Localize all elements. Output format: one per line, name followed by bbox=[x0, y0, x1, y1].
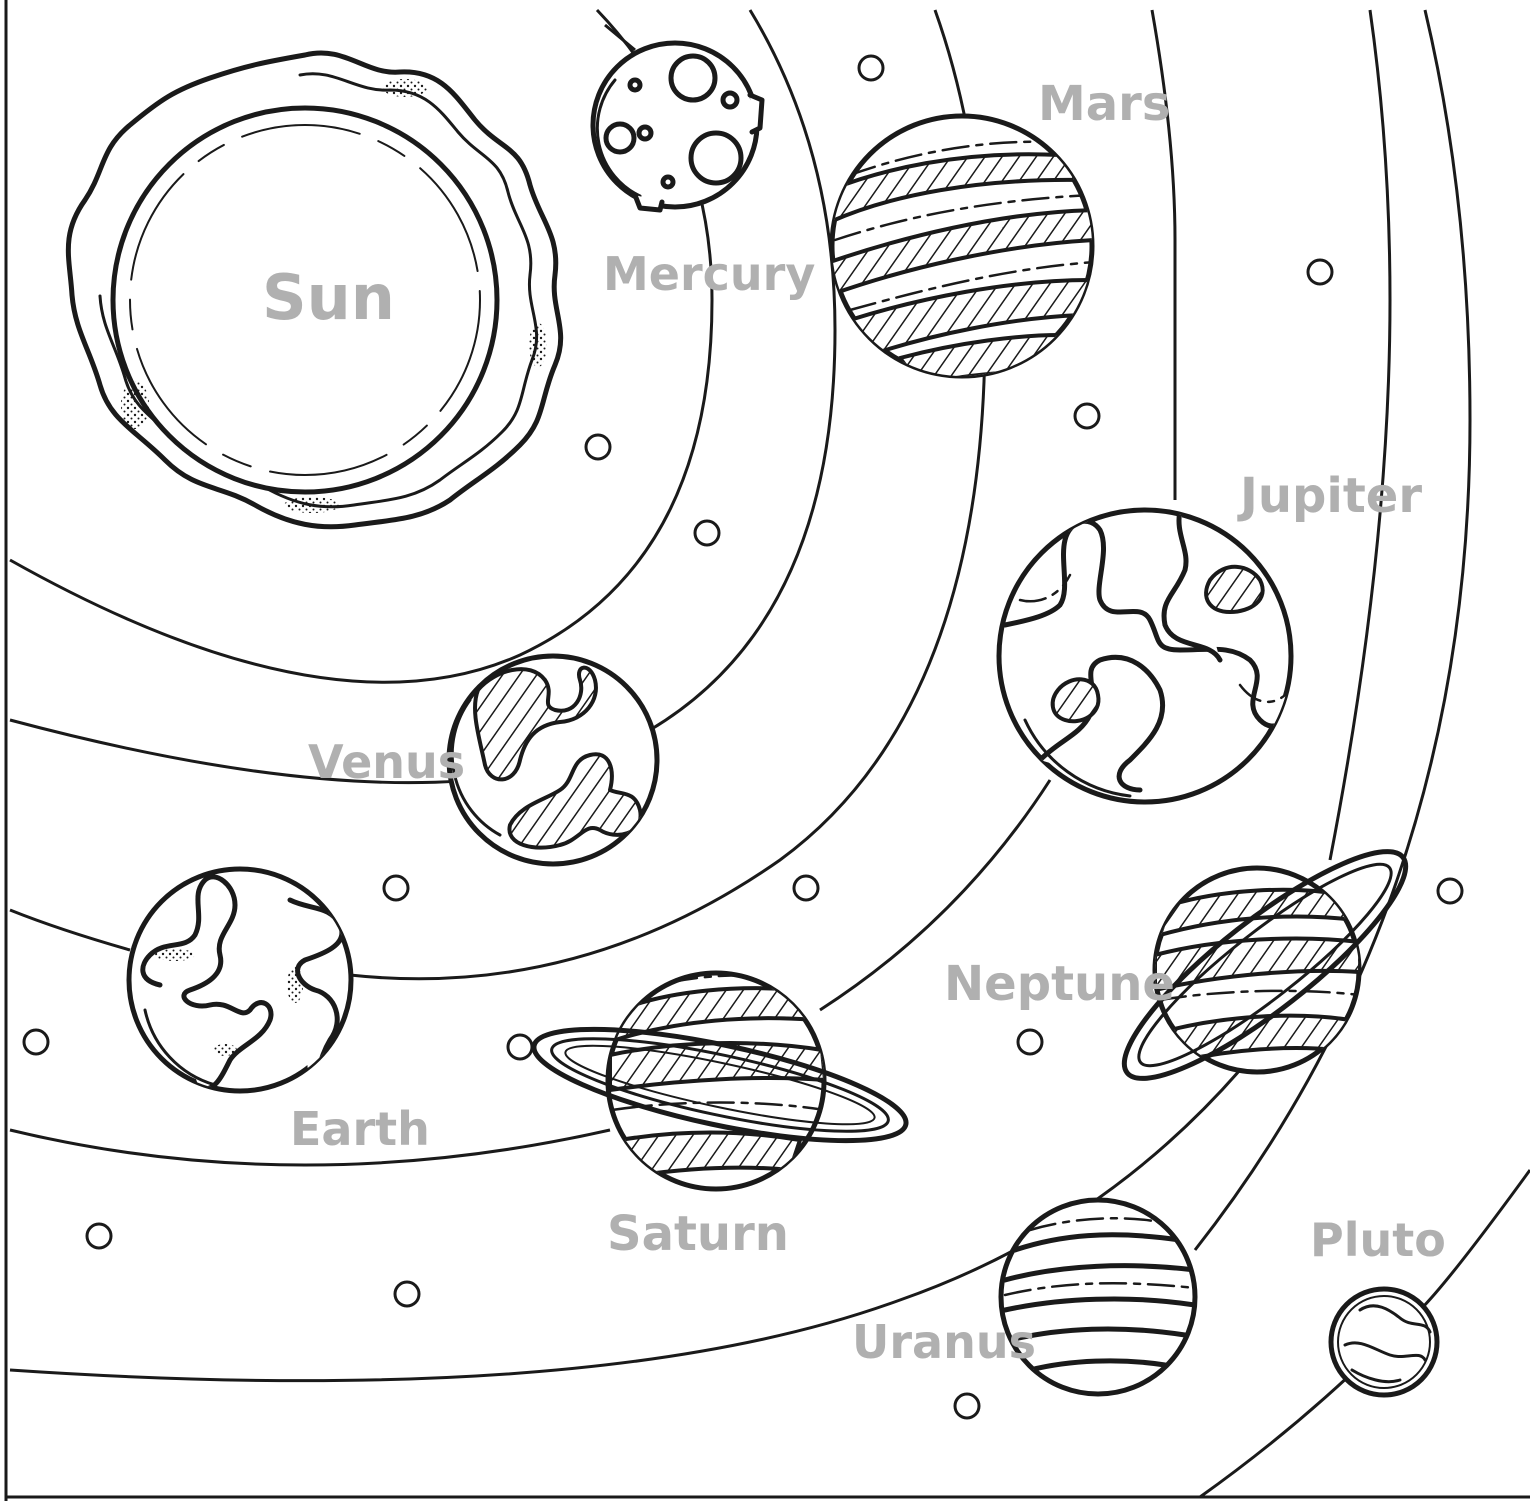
jupiter: Jupiter bbox=[999, 468, 1422, 802]
mercury: Mercury bbox=[593, 25, 815, 301]
orbit-pluto-lower bbox=[1200, 1375, 1350, 1497]
mercury-crater bbox=[691, 133, 741, 183]
star-dot bbox=[384, 876, 408, 900]
star-dot bbox=[955, 1394, 979, 1418]
orbit-earth-left bbox=[10, 910, 130, 950]
star-dot bbox=[1075, 404, 1099, 428]
star-dot bbox=[395, 1282, 419, 1306]
mercury-crater bbox=[663, 177, 673, 187]
star-dot bbox=[859, 56, 883, 80]
neptune-ringed-planet: Neptune bbox=[944, 822, 1431, 1108]
earth-stipple bbox=[213, 1044, 237, 1056]
pluto-body bbox=[1331, 1289, 1437, 1395]
saturn-label: Saturn bbox=[607, 1206, 789, 1262]
mercury-crater bbox=[606, 124, 634, 152]
earth: Earth bbox=[129, 869, 430, 1156]
mercury-crater bbox=[630, 80, 640, 90]
star-dot bbox=[1308, 260, 1332, 284]
star-dot bbox=[794, 876, 818, 900]
earth-label: Earth bbox=[290, 1102, 430, 1156]
venus: Venus bbox=[308, 656, 657, 864]
star-dot bbox=[1018, 1030, 1042, 1054]
mercury-crater bbox=[723, 93, 737, 107]
star-dot bbox=[508, 1035, 532, 1059]
mercury-label: Mercury bbox=[603, 247, 815, 301]
saturn: Saturn bbox=[526, 973, 914, 1262]
jupiter-label: Jupiter bbox=[1237, 468, 1422, 524]
star-dot bbox=[24, 1030, 48, 1054]
earth-stipple bbox=[287, 967, 303, 1003]
sun-stipple bbox=[383, 79, 427, 97]
jupiter-spot bbox=[1053, 679, 1099, 721]
star-dot bbox=[695, 521, 719, 545]
mercury-notch bbox=[750, 95, 762, 132]
uranus-label: Uranus bbox=[852, 1315, 1036, 1369]
saturn-band bbox=[620, 1133, 800, 1176]
star-dot bbox=[1438, 879, 1462, 903]
mars-label: Mars bbox=[1038, 76, 1170, 132]
star-dot bbox=[586, 435, 610, 459]
mercury-crater bbox=[639, 127, 651, 139]
venus-label: Venus bbox=[308, 735, 465, 789]
star-dot bbox=[87, 1224, 111, 1248]
neptune-label: Neptune bbox=[944, 956, 1175, 1012]
sun-label: Sun bbox=[262, 261, 395, 334]
sun-stipple bbox=[121, 381, 149, 429]
mars: Mars bbox=[830, 76, 1170, 385]
sun-stipple bbox=[529, 323, 547, 367]
uranus: Uranus bbox=[852, 1200, 1195, 1394]
pluto-label: Pluto bbox=[1310, 1213, 1446, 1267]
sun: Sun bbox=[68, 53, 560, 527]
jupiter-spot bbox=[1206, 567, 1263, 612]
mercury-crater bbox=[671, 56, 715, 100]
sun-stipple bbox=[284, 497, 340, 513]
earth-stipple bbox=[155, 949, 195, 961]
orbit-uranus bbox=[1330, 10, 1390, 860]
